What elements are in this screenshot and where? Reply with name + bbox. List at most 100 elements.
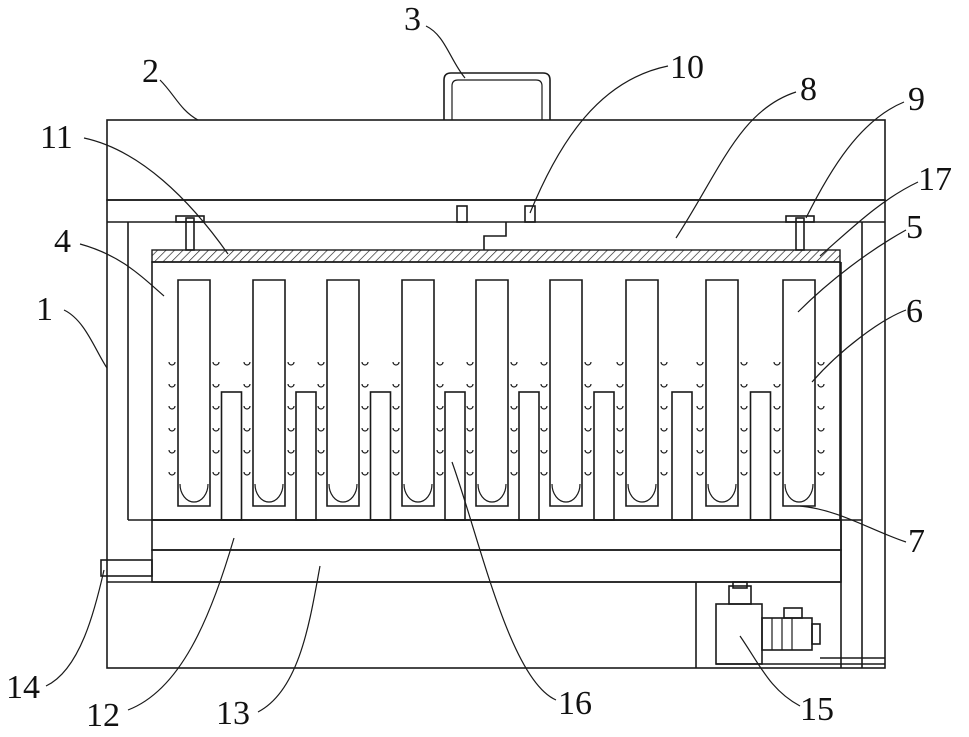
- bubble: [467, 428, 473, 431]
- bubble: [774, 472, 780, 475]
- motor-end-cap: [812, 624, 820, 644]
- label-5: 5: [906, 209, 923, 246]
- bubble: [244, 472, 250, 475]
- bubble: [741, 472, 747, 475]
- bubble: [467, 384, 473, 387]
- bubble: [585, 428, 591, 431]
- tube-bottom-arc: [329, 484, 357, 502]
- bubble: [437, 472, 443, 475]
- bubble: [697, 472, 703, 475]
- bubble: [169, 384, 175, 387]
- bubble: [213, 450, 219, 453]
- bubble: [362, 362, 368, 365]
- label-10: 10: [670, 49, 704, 86]
- bubble: [244, 406, 250, 409]
- bubble: [541, 384, 547, 387]
- bubble: [511, 428, 517, 431]
- bubble: [511, 362, 517, 365]
- bubble: [244, 362, 250, 365]
- bubble: [661, 406, 667, 409]
- bracket-right: [525, 206, 535, 222]
- bubble: [661, 450, 667, 453]
- bubble: [741, 406, 747, 409]
- bubble: [213, 472, 219, 475]
- bubble: [774, 384, 780, 387]
- bubble: [288, 428, 294, 431]
- bubble: [362, 450, 368, 453]
- bubble: [511, 450, 517, 453]
- bubble: [169, 406, 175, 409]
- sealing-plate: [152, 250, 840, 262]
- bubble: [437, 428, 443, 431]
- bubble: [511, 472, 517, 475]
- label-16: 16: [558, 685, 592, 722]
- bubble: [437, 406, 443, 409]
- u-tube: [402, 280, 434, 506]
- label-15: 15: [800, 691, 834, 728]
- bubble: [541, 472, 547, 475]
- leader-6: [812, 310, 906, 382]
- label-13: 13: [216, 695, 250, 732]
- bubble: [467, 450, 473, 453]
- bubble: [169, 472, 175, 475]
- u-tube-group: [169, 280, 824, 520]
- bubble: [213, 384, 219, 387]
- bubble: [288, 384, 294, 387]
- bubble: [818, 428, 824, 431]
- bubble: [318, 428, 324, 431]
- lid: [107, 120, 885, 200]
- bubble: [697, 450, 703, 453]
- bubble: [661, 428, 667, 431]
- bubble: [741, 450, 747, 453]
- bubble: [818, 406, 824, 409]
- handle-inner: [452, 80, 542, 120]
- leader-11: [84, 138, 228, 254]
- bubble: [741, 384, 747, 387]
- label-4: 4: [54, 223, 71, 260]
- inner-plate: [519, 392, 539, 520]
- bubble: [467, 472, 473, 475]
- bubble: [318, 362, 324, 365]
- bubble: [393, 362, 399, 365]
- tube-bottom-arc: [628, 484, 656, 502]
- label-6: 6: [906, 293, 923, 330]
- u-tube: [550, 280, 582, 506]
- bubble: [213, 428, 219, 431]
- leader-14: [46, 570, 104, 686]
- inner-plate: [222, 392, 242, 520]
- label-2: 2: [142, 53, 159, 90]
- bubble: [585, 406, 591, 409]
- leader-12: [128, 538, 234, 710]
- u-tube: [327, 280, 359, 506]
- inner-plate: [594, 392, 614, 520]
- inner-plate: [751, 392, 771, 520]
- label-17: 17: [918, 161, 952, 198]
- bubble: [318, 472, 324, 475]
- bubble: [169, 362, 175, 365]
- u-tube: [626, 280, 658, 506]
- bubble: [585, 384, 591, 387]
- bubble: [318, 450, 324, 453]
- bubble: [541, 406, 547, 409]
- leader-2: [160, 80, 198, 120]
- leader-17: [820, 182, 918, 256]
- bubble: [617, 384, 623, 387]
- bubble: [661, 384, 667, 387]
- bubble: [244, 450, 250, 453]
- bubble: [818, 362, 824, 365]
- inner-plate: [371, 392, 391, 520]
- tube-bottom-arc: [552, 484, 580, 502]
- bubble: [617, 428, 623, 431]
- bubble: [393, 450, 399, 453]
- tube-bottom-arc: [255, 484, 283, 502]
- bubble: [213, 362, 219, 365]
- label-7: 7: [908, 523, 925, 560]
- bubble: [244, 428, 250, 431]
- label-8: 8: [800, 71, 817, 108]
- tube-bottom-arc: [404, 484, 432, 502]
- bubble: [697, 428, 703, 431]
- bubble: [585, 362, 591, 365]
- bubble: [697, 406, 703, 409]
